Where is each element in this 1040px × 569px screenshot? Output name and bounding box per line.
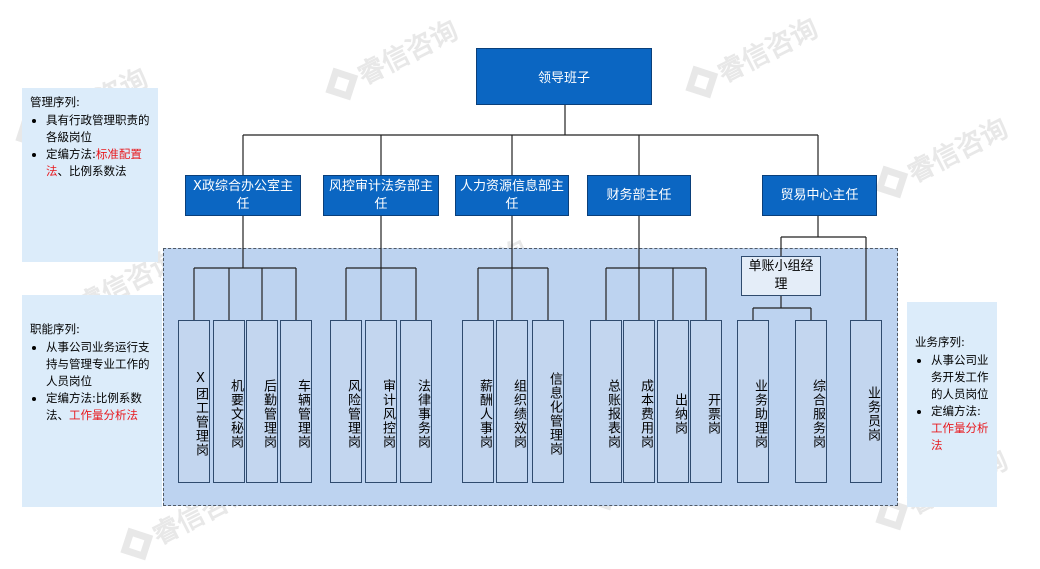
post-label: 综合服务岗 (810, 378, 825, 449)
note-highlight: 工作量分析法 (69, 408, 138, 422)
post-box: 法律事务岗 (400, 320, 432, 483)
note-title: 职能序列: (30, 322, 80, 336)
post-box: 机要文秘岗 (213, 320, 245, 483)
post-label: 薪酬人事岗 (477, 378, 492, 449)
post-label: 总账报表岗 (605, 378, 620, 449)
dept-risk-box: 风控审计法务部主任 (323, 175, 439, 216)
post-label: 审计风控岗 (380, 378, 395, 449)
note-bullet: 定编方法:标准配置法、比例系数法 (46, 146, 150, 180)
note-bullet: 定编方法:比例系数法、工作量分析法 (46, 390, 154, 424)
post-box: 车辆管理岗 (280, 320, 312, 483)
note-highlight: 标准配置法 (46, 147, 142, 178)
post-label: 出纳岗 (672, 392, 687, 435)
post-box: 后勤管理岗 (246, 320, 278, 483)
note-title: 业务序列: (915, 335, 965, 349)
post-label: 法律事务岗 (415, 378, 430, 449)
dept-admin-label: X政综合办公室主任 (193, 178, 293, 212)
note-business: 业务序列: 从事公司业务开发工作的人员岗位 定编方法:工作量分析法 (907, 302, 997, 507)
note-bullet: 从事公司业务运行支持与管理专业工作的人员岗位 (46, 339, 154, 390)
note-bullet: 定编方法:工作量分析法 (931, 403, 989, 454)
dept-trade-box: 贸易中心主任 (762, 175, 877, 216)
post-label: 信息化管理岗 (547, 371, 562, 456)
dept-hr-box: 人力资源信息部主任 (455, 175, 569, 216)
note-management: 管理序列: 具有行政管理职责的各級岗位 定编方法:标准配置法、比例系数法 (22, 88, 158, 262)
dept-risk-label: 风控审计法务部主任 (328, 178, 433, 212)
org-chart-stage: 睿信咨询 睿信咨询 睿信咨询 睿信咨询 睿信咨询 睿信咨询 睿信咨询 睿信咨询 … (0, 0, 1040, 555)
post-box: 出纳岗 (657, 320, 689, 483)
connector-lines (193, 105, 867, 320)
post-box: 开票岗 (690, 320, 722, 483)
dept-finance-label: 财务部主任 (606, 187, 672, 203)
post-label: 组织绩效岗 (511, 378, 526, 449)
post-box: 信息化管理岗 (532, 320, 564, 483)
post-label: 业务员岗 (865, 385, 880, 442)
note-highlight: 工作量分析法 (931, 421, 989, 452)
post-label: 车辆管理岗 (295, 378, 310, 449)
post-box: 业务助理岗 (737, 320, 769, 483)
dept-trade-label: 贸易中心主任 (780, 187, 859, 203)
note-functional: 职能序列: 从事公司业务运行支持与管理专业工作的人员岗位 定编方法:比例系数法、… (22, 295, 162, 507)
post-box: 综合服务岗 (795, 320, 827, 483)
post-box: X团工管理岗 (178, 320, 210, 483)
leadership-label: 领导班子 (537, 71, 590, 86)
trade-group-lead-box: 单账小组经理 (741, 256, 821, 296)
post-box: 业务员岗 (850, 320, 882, 483)
post-label: 后勤管理岗 (261, 378, 276, 449)
post-label: 机要文秘岗 (228, 378, 243, 449)
post-label: 开票岗 (705, 392, 720, 435)
dept-hr-label: 人力资源信息部主任 (460, 178, 565, 212)
trade-group-lead-label: 单账小组经理 (748, 259, 814, 292)
post-label: 成本费用岗 (638, 378, 653, 449)
post-label: 风险管理岗 (345, 378, 360, 449)
note-title: 管理序列: (30, 95, 80, 109)
post-box: 审计风控岗 (365, 320, 397, 483)
note-bullet: 从事公司业务开发工作的人员岗位 (931, 352, 989, 403)
leadership-box: 领导班子 (476, 48, 652, 105)
post-box: 总账报表岗 (590, 320, 622, 483)
post-box: 组织绩效岗 (496, 320, 528, 483)
note-bullet: 具有行政管理职责的各級岗位 (46, 112, 150, 146)
post-box: 风险管理岗 (330, 320, 362, 483)
dept-admin-box: X政综合办公室主任 (185, 175, 301, 216)
post-label: X团工管理岗 (193, 370, 208, 457)
post-label: 业务助理岗 (752, 378, 767, 449)
post-box: 成本费用岗 (623, 320, 655, 483)
post-box: 薪酬人事岗 (462, 320, 494, 483)
dept-finance-box: 财务部主任 (587, 175, 691, 216)
